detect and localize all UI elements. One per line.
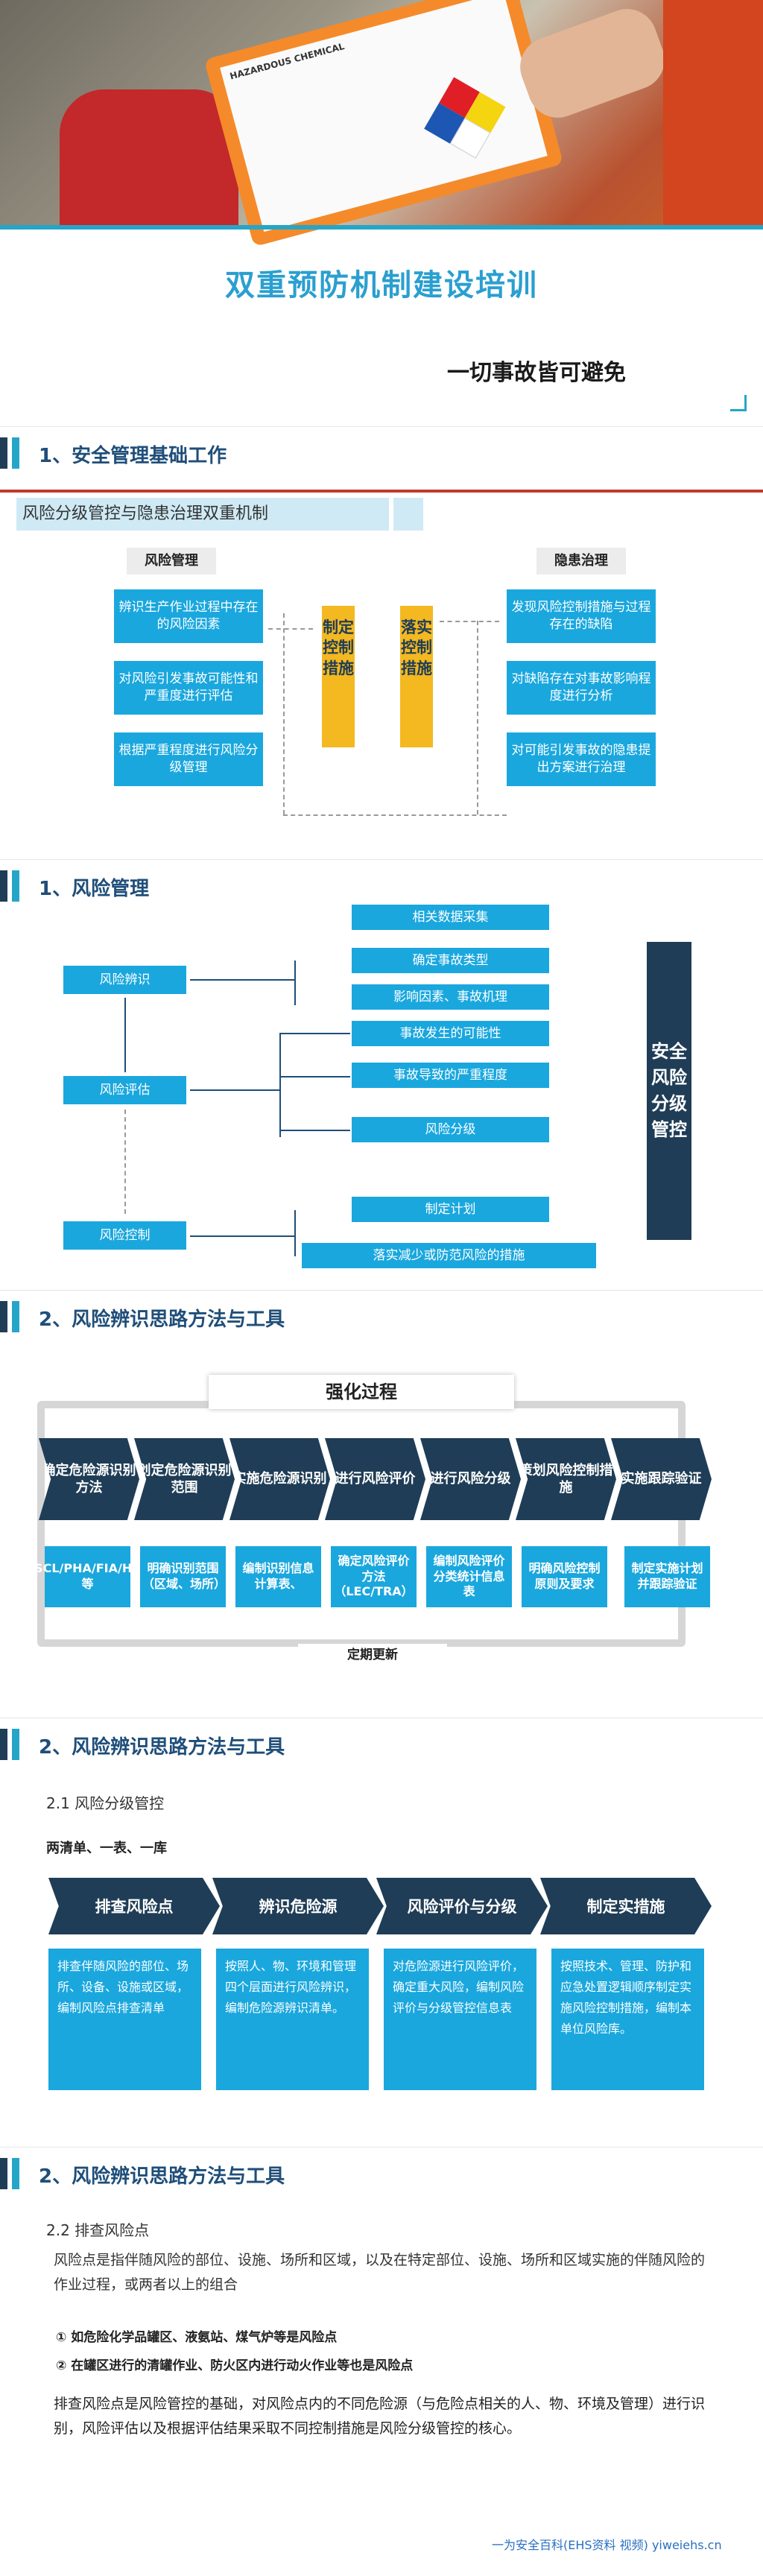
step-detail: 确定风险评价方法（LEC/TRA） (331, 1546, 417, 1607)
center-step: 风险分级 (352, 1117, 549, 1142)
connector (283, 613, 285, 814)
connector (268, 628, 313, 630)
center-step: 影响因素、事故机理 (352, 984, 549, 1010)
process-step: 划定危险源识别范围 (134, 1438, 235, 1520)
left-item: 辨识生产作业过程中存在的风险因素 (114, 589, 263, 643)
bracket (190, 979, 294, 981)
step-detail: 明确风险控制原则及要求 (522, 1546, 607, 1607)
bracket (279, 1033, 281, 1137)
hazard-diamond (424, 77, 506, 159)
hand-with-pen (511, 0, 674, 127)
section-subtitle: 2.1 风险分级管控 (46, 1794, 165, 1812)
cover-image: HAZARDOUS CHEMICAL (0, 0, 763, 247)
phase-step: 排查风险点 (48, 1878, 220, 1934)
process-step: 实施跟踪验证 (611, 1438, 712, 1520)
paragraph: 排查风险点是风险管控的基础，对风险点内的不同危险源（与危险点相关的人、物、环境及… (54, 2396, 706, 2437)
step-detail: JHA/SCL/PHA/FIA/HAZOP等 (6, 1546, 169, 1607)
process-step: 实施危险源识别 (229, 1438, 330, 1520)
phase-detail: 按照技术、管理、防护和应急处置逻辑顺序制定实施风险控制措施，编制本单位风险库。 (551, 1949, 704, 2090)
clipboard-label: HAZARDOUS CHEMICAL (228, 40, 346, 82)
left-stage: 风险辨识 (63, 966, 186, 994)
slide-risk-points: 2、风险辨识思路方法与工具 2.2 排查风险点 风险点是指伴随风险的部位、设施、… (0, 2147, 763, 2576)
center-step: 事故导致的严重程度 (352, 1063, 549, 1088)
bracket (190, 1235, 294, 1237)
process-step: 策划风险控制措施 (516, 1438, 616, 1520)
section-subtitle: 2.2 排查风险点 (46, 2221, 150, 2239)
corner-mark (730, 395, 747, 411)
red-bucket (60, 89, 238, 225)
phase-detail: 按照人、物、环境和管理四个层面进行风险辨识，编制危险源辨识清单。 (216, 1949, 369, 2090)
mid-right-box: 落实控制措施 (400, 606, 433, 747)
phase-detail: 对危险源进行风险评价，确定重大风险，编制风险评价与分级管控信息表 (384, 1949, 536, 2090)
right-item: 发现风险控制措施与过程存在的缺陷 (507, 589, 656, 643)
clipboard: HAZARDOUS CHEMICAL (203, 0, 564, 247)
process-step: 确定危险源识别方法 (39, 1438, 139, 1520)
right-item: 对缺陷存在对事故影响程度进行分析 (507, 661, 656, 715)
center-step: 落实减少或防范风险的措施 (302, 1243, 596, 1268)
center-step: 制定计划 (352, 1197, 549, 1222)
bracket (294, 1210, 296, 1256)
paragraph: 风险点是指伴随风险的部位、设施、场所和区域，以及在特定部位、设施、场所和区域实施… (54, 2252, 706, 2294)
center-step: 事故发生的可能性 (352, 1021, 549, 1046)
left-item: 对风险引发事故可能性和严重度进行评估 (114, 661, 263, 715)
connector (440, 621, 499, 622)
process-step: 进行风险评价 (325, 1438, 425, 1520)
slide-risk-management: 1、风险管理 风险辨识 风险评估 风险控制 相关数据采集 确定事故类型 影响因素… (0, 859, 763, 1289)
connector (477, 621, 478, 814)
flow-line (124, 1110, 126, 1214)
loop-outline (37, 1401, 686, 1647)
step-detail: 编制风险评价分类统计信息表 (426, 1546, 512, 1607)
slide-title: 1、风险管理 (39, 878, 150, 900)
flow-line (124, 998, 126, 1072)
center-step: 相关数据采集 (352, 905, 549, 930)
note: 两清单、一表、一库 (46, 1841, 167, 1856)
bracket (279, 1033, 350, 1034)
step-detail: 明确识别范围（区域、场所） (140, 1546, 226, 1607)
slide-safety-basics: 1、安全管理基础工作 风险分级管控与隐患治理双重机制 风险管理 隐患治理 辨识生… (0, 426, 763, 858)
footer-link[interactable]: 一为安全百科(EHS资料 视频) yiweiehs.cn (492, 2538, 722, 2552)
left-head: 风险管理 (127, 548, 216, 575)
cover-top-rule (0, 225, 763, 230)
bullet: ② 在罐区进行的清罐作业、防火区内进行动火作业等也是风险点 (56, 2358, 414, 2373)
slide-title: 2、风险辨识思路方法与工具 (39, 1736, 285, 1759)
loop-bottom-label: 定期更新 (298, 1644, 447, 1662)
phase-detail: 排查伴随风险的部位、场所、设备、设施或区域，编制风险点排查清单 (48, 1949, 201, 2090)
slide-title: 2、风险辨识思路方法与工具 (39, 1308, 285, 1331)
banner-tab (393, 498, 423, 531)
left-stage: 风险评估 (63, 1076, 186, 1104)
bracket (190, 1089, 279, 1091)
connector (283, 814, 507, 816)
banner: 风险分级管控与隐患治理双重机制 (16, 498, 389, 531)
phase-step: 风险评价与分级 (376, 1878, 548, 1934)
bracket (294, 961, 296, 1005)
step-detail: 制定实施计划并跟踪验证 (624, 1546, 710, 1607)
mid-left-box: 制定控制措施 (322, 606, 355, 747)
phase-step: 辨识危险源 (212, 1878, 384, 1934)
left-item: 根据严重程度进行风险分级管理 (114, 732, 263, 786)
bullet: ① 如危险化学品罐区、液氨站、煤气炉等是风险点 (56, 2330, 338, 2345)
right-item: 对可能引发事故的隐患提出方案进行治理 (507, 732, 656, 786)
slide-title: 1、安全管理基础工作 (39, 445, 227, 467)
left-stage: 风险控制 (63, 1221, 186, 1250)
cover-subtitle: 一切事故皆可避免 (447, 360, 626, 386)
cover-title: 双重预防机制建设培训 (225, 268, 538, 303)
side-bar: 安全风险分级管控 (647, 942, 691, 1240)
slide-title: 2、风险辨识思路方法与工具 (39, 2165, 285, 2188)
bracket (279, 1130, 350, 1131)
loop-top-label: 强化过程 (209, 1375, 514, 1409)
center-step: 确定事故类型 (352, 948, 549, 973)
red-divider (0, 490, 763, 493)
process-step: 进行风险分级 (420, 1438, 521, 1520)
step-detail: 编制识别信息计算表、 (235, 1546, 321, 1607)
bracket (279, 1076, 350, 1077)
phase-step: 制定实措施 (540, 1878, 712, 1934)
worker-sleeve (663, 0, 763, 225)
right-head: 隐患治理 (536, 548, 626, 575)
